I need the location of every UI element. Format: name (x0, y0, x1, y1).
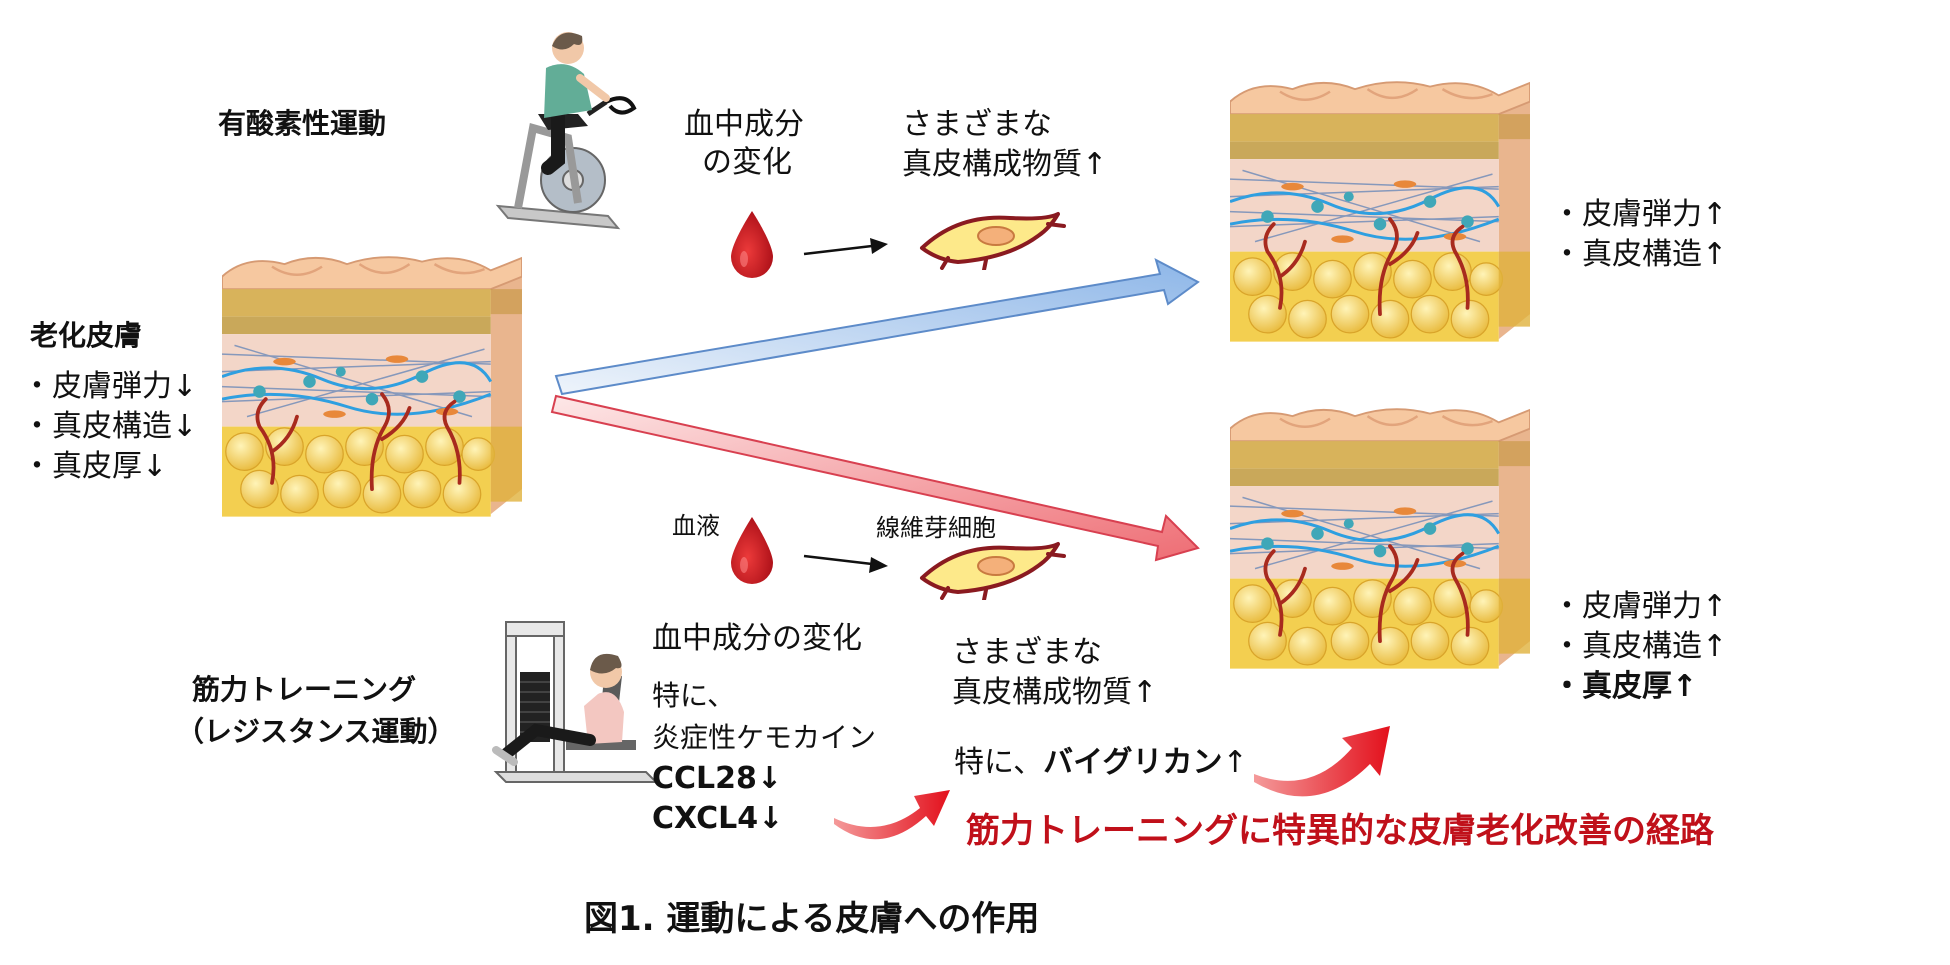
figure-caption: 図1. 運動による皮膚への作用 (584, 899, 1040, 939)
res-result-elasticity: ・皮膚弾力↑ (1552, 589, 1728, 624)
res-biglycan-arrow: ↑ (1222, 745, 1248, 780)
aerobic-pathway-arrow (554, 258, 1200, 396)
aero-result-elasticity: ・皮膚弾力↑ (1552, 197, 1728, 232)
res-matrix-line1: さまざまな (952, 635, 1102, 670)
small-arrow (803, 238, 888, 256)
leg-press-person-icon (492, 621, 659, 783)
aged-skin-icon (222, 255, 522, 519)
res-biglycan: バイグリカン (1043, 745, 1223, 780)
aged-item-elasticity: ・皮膚弾力↓ (22, 369, 198, 404)
res-biglycan-line: 特に、バイグリカン↑ (954, 742, 1248, 784)
res-matrix-line2: 真皮構成物質↑ (952, 675, 1158, 710)
blood-label: 血液 (672, 512, 720, 540)
fibroblast-cell-icon (920, 542, 1066, 600)
aerobic-skin-icon (1230, 80, 1530, 344)
aero-matrix-line1: さまざまな (902, 107, 1052, 142)
res-cxcl4: CXCL4↓ (652, 801, 784, 836)
resistance-label-line1: 筋力トレーニング (192, 673, 417, 706)
aged-item-structure: ・真皮構造↓ (22, 409, 198, 444)
resistance-label-line2: （レジスタンス運動） (176, 715, 456, 748)
res-blood-change: 血中成分の変化 (652, 621, 862, 656)
blood-drop-icon (731, 211, 773, 278)
res-result-thickness: ・真皮厚↑ (1552, 669, 1698, 704)
aero-result-structure: ・真皮構造↑ (1552, 237, 1728, 272)
cycling-person-icon (495, 32, 637, 230)
small-arrow (803, 554, 888, 573)
res-ccl28: CCL28↓ (652, 761, 783, 796)
specific-pathway-label: 筋力トレーニングに特異的な皮膚老化改善の経路 (966, 811, 1714, 851)
resistance-pathway-arrow (550, 394, 1200, 562)
res-result-structure: ・真皮構造↑ (1552, 629, 1728, 664)
specific-pathway-swoosh-arrow (834, 790, 950, 840)
aero-blood-change-line2: の変化 (702, 145, 792, 180)
resistance-skin-icon (1230, 409, 1530, 668)
aero-matrix-line2: 真皮構成物質↑ (902, 147, 1108, 182)
res-especially: 特に、 (652, 679, 736, 712)
res-biglycan-prefix: 特に、 (954, 745, 1044, 780)
res-chemokine: 炎症性ケモカイン (652, 721, 877, 754)
aged-item-thickness: ・真皮厚↓ (22, 449, 168, 484)
blood-drop-icon (731, 517, 773, 584)
specific-pathway-swoosh-arrow (1254, 726, 1390, 797)
aero-blood-change-line1: 血中成分 (684, 107, 804, 142)
fibroblast-label: 線維芽細胞 (876, 514, 996, 542)
aerobic-exercise-label: 有酸素性運動 (218, 107, 387, 140)
fibroblast-cell-icon (920, 212, 1066, 270)
aged-skin-title: 老化皮膚 (30, 319, 143, 352)
